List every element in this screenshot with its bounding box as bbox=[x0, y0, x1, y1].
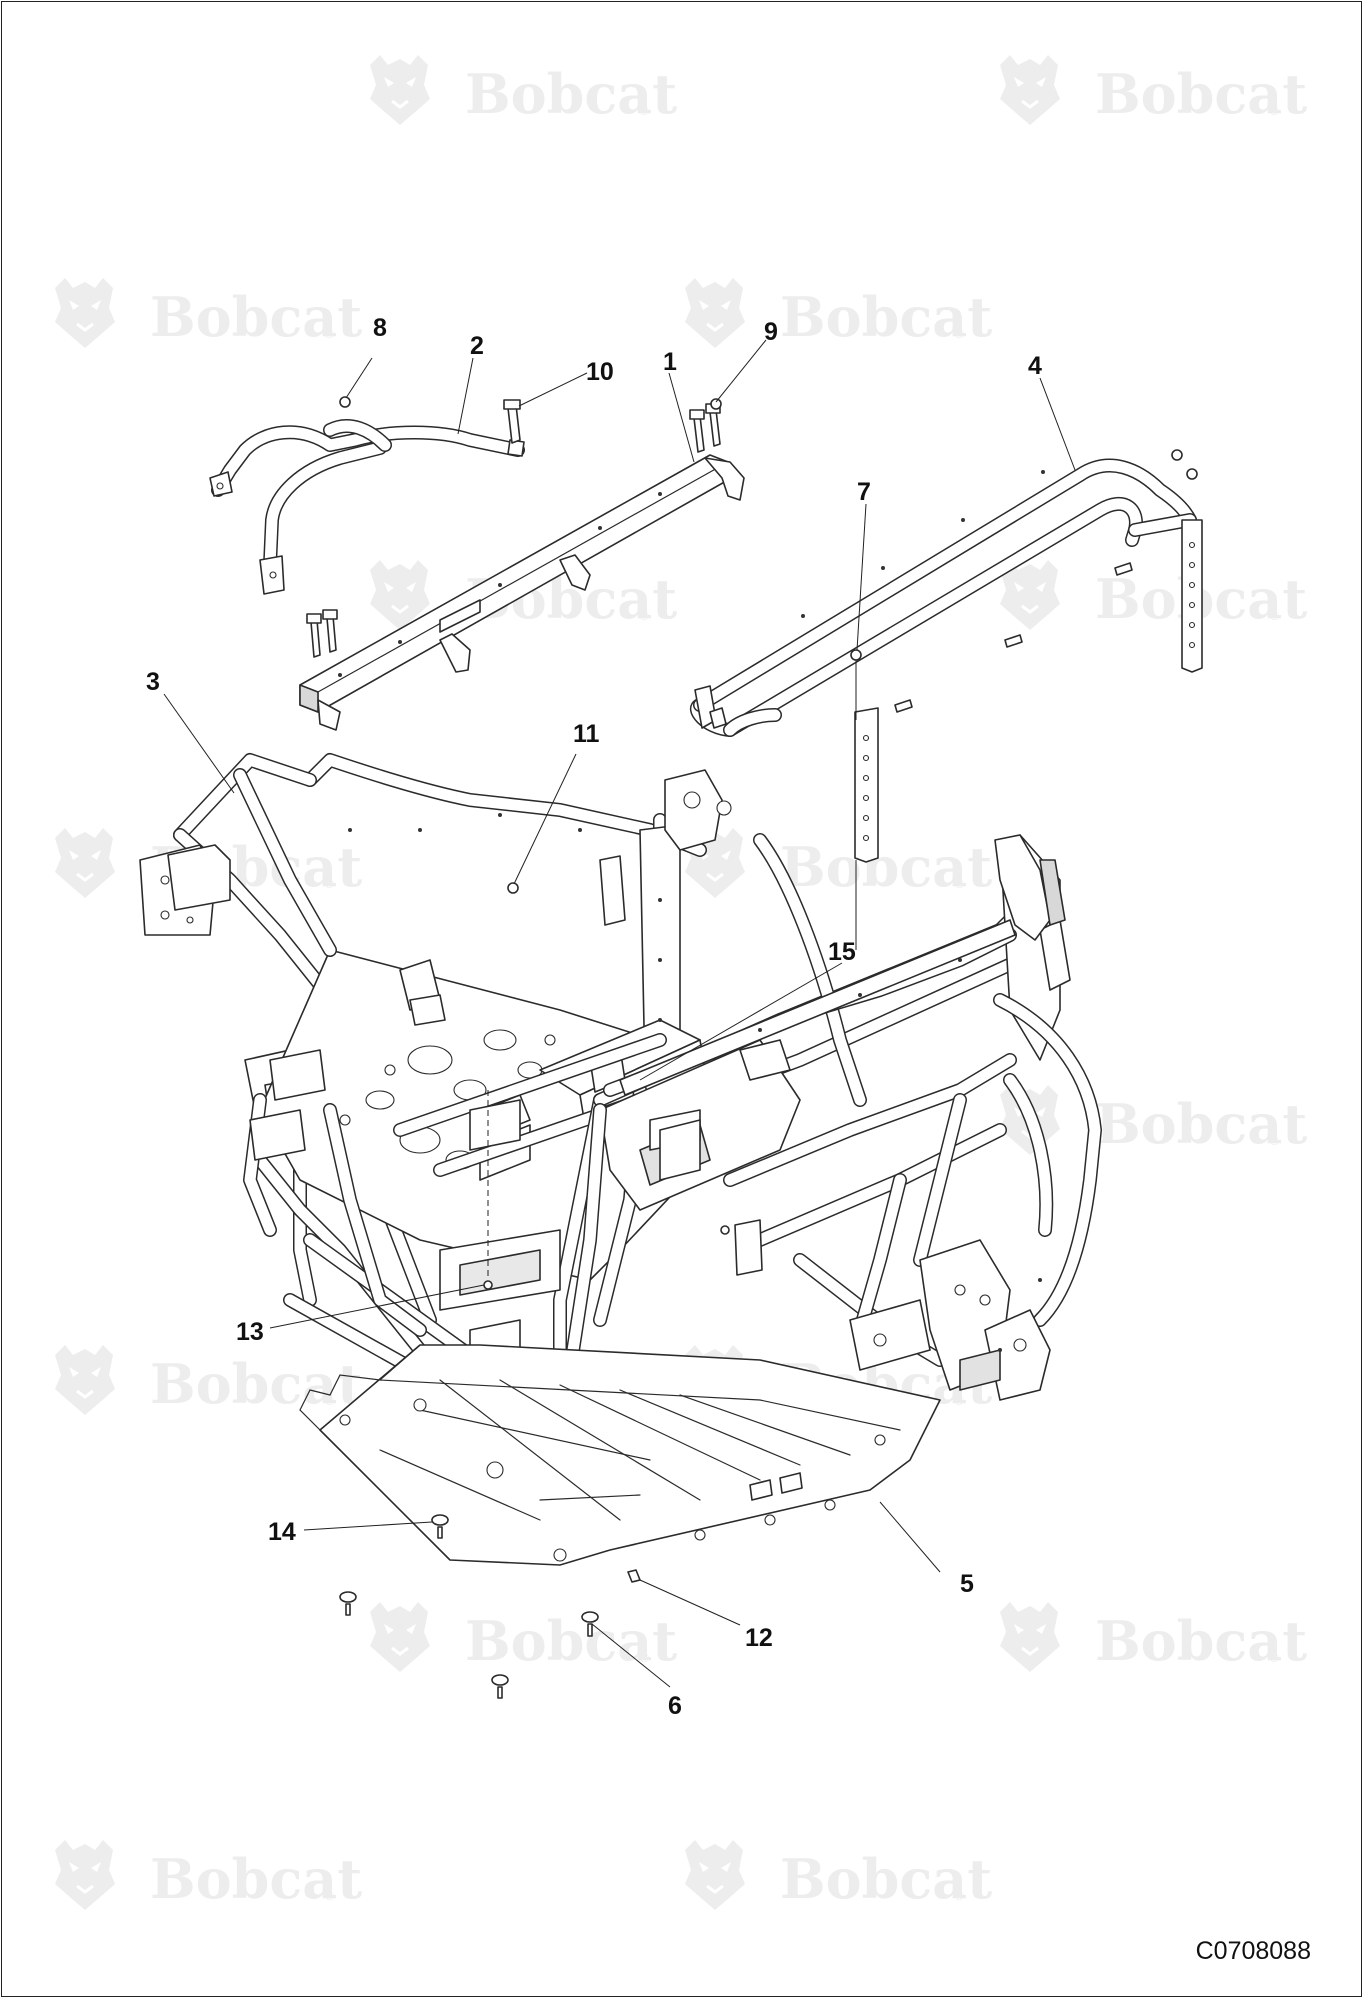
callout-4: 4 bbox=[1028, 352, 1042, 380]
watermark-registered-mark: ® bbox=[955, 1889, 964, 1903]
watermark-text: Bobcat bbox=[780, 285, 992, 349]
callout-labels: 1 2 3 4 5 6 7 8 9 10 11 12 13 14 15 bbox=[146, 314, 1042, 1720]
watermark-text: Bobcat bbox=[150, 1352, 362, 1416]
main-frame bbox=[139, 753, 1102, 1447]
watermark-registered-mark: ® bbox=[955, 327, 964, 341]
bobcat-logo-icon bbox=[683, 276, 747, 350]
callout-3: 3 bbox=[146, 668, 160, 696]
roof-support-bar bbox=[209, 419, 525, 595]
watermark: Bobcat® bbox=[683, 276, 992, 350]
callout-7: 7 bbox=[857, 478, 871, 506]
bobcat-logo-icon bbox=[53, 1343, 117, 1417]
skid-plate bbox=[299, 1344, 941, 1566]
callout-14: 14 bbox=[268, 1518, 296, 1546]
watermark: Bobcat® bbox=[683, 1838, 992, 1912]
callout-5: 5 bbox=[960, 1570, 974, 1598]
bobcat-logo-icon bbox=[368, 53, 432, 127]
watermark-registered-mark: ® bbox=[1270, 1134, 1279, 1148]
watermark-text: Bobcat bbox=[150, 285, 362, 349]
bobcat-logo-icon bbox=[53, 826, 117, 900]
callout-6: 6 bbox=[668, 1692, 682, 1720]
callout-11: 11 bbox=[573, 720, 600, 748]
watermark-registered-mark: ® bbox=[1270, 609, 1279, 623]
watermark-layer: Bobcat®Bobcat®Bobcat®Bobcat®Bobcat®Bobca… bbox=[53, 53, 1307, 1912]
watermark: Bobcat® bbox=[683, 826, 992, 900]
callout-12: 12 bbox=[745, 1624, 773, 1652]
watermark-registered-mark: ® bbox=[1270, 104, 1279, 118]
watermark-registered-mark: ® bbox=[955, 1394, 964, 1408]
watermark-text: Bobcat bbox=[1095, 1609, 1307, 1673]
callout-8: 8 bbox=[373, 314, 387, 342]
watermark-registered-mark: ® bbox=[325, 877, 334, 891]
watermark-registered-mark: ® bbox=[640, 104, 649, 118]
bobcat-logo-icon bbox=[53, 276, 117, 350]
bobcat-logo-icon bbox=[53, 1838, 117, 1912]
watermark: Bobcat® bbox=[998, 1083, 1307, 1157]
cargo-rack bbox=[690, 458, 1203, 863]
callout-9: 9 bbox=[764, 318, 778, 346]
watermark: Bobcat® bbox=[998, 558, 1307, 632]
watermark-registered-mark: ® bbox=[640, 1651, 649, 1665]
figure-id: C0708088 bbox=[1195, 1937, 1311, 1965]
watermark: Bobcat® bbox=[998, 1600, 1307, 1674]
watermark: Bobcat® bbox=[53, 1343, 362, 1417]
bobcat-logo-icon bbox=[368, 1600, 432, 1674]
callout-1: 1 bbox=[663, 348, 677, 376]
watermark-text: Bobcat bbox=[465, 1609, 677, 1673]
watermark: Bobcat® bbox=[53, 276, 362, 350]
bobcat-logo-icon bbox=[998, 1600, 1062, 1674]
watermark: Bobcat® bbox=[368, 1600, 677, 1674]
cross-member bbox=[299, 454, 745, 731]
callout-10: 10 bbox=[586, 358, 614, 386]
watermark-registered-mark: ® bbox=[1270, 1651, 1279, 1665]
bobcat-logo-icon bbox=[683, 1838, 747, 1912]
bolt-group-upper bbox=[306, 396, 1198, 658]
watermark-text: Bobcat bbox=[150, 1847, 362, 1911]
watermark-registered-mark: ® bbox=[325, 1394, 334, 1408]
callout-2: 2 bbox=[470, 332, 484, 360]
watermark-registered-mark: ® bbox=[640, 609, 649, 623]
watermark: Bobcat® bbox=[998, 53, 1307, 127]
leader-lines bbox=[163, 339, 1076, 1688]
watermark-text: Bobcat bbox=[780, 1847, 992, 1911]
callout-13: 13 bbox=[236, 1318, 264, 1346]
fasteners bbox=[339, 649, 862, 1699]
watermark: Bobcat® bbox=[53, 1838, 362, 1912]
watermark-text: Bobcat bbox=[1095, 62, 1307, 126]
watermark-text: Bobcat bbox=[465, 62, 677, 126]
watermark-text: Bobcat bbox=[780, 835, 992, 899]
watermark: Bobcat® bbox=[368, 53, 677, 127]
watermark-registered-mark: ® bbox=[325, 1889, 334, 1903]
callout-15: 15 bbox=[828, 938, 856, 966]
watermark-registered-mark: ® bbox=[955, 877, 964, 891]
watermark-text: Bobcat bbox=[1095, 1092, 1307, 1156]
bobcat-logo-icon bbox=[998, 53, 1062, 127]
watermark-registered-mark: ® bbox=[325, 327, 334, 341]
